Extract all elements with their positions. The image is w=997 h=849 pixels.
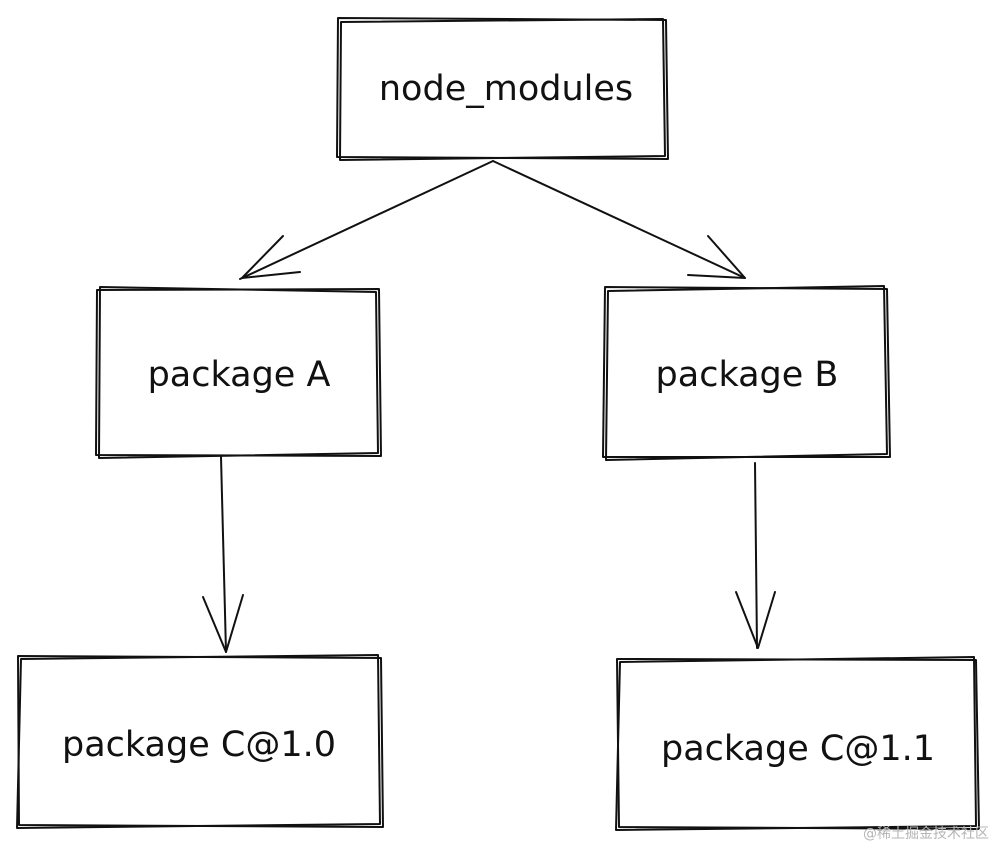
arrow-package-a-to-c-1-0 [202, 456, 244, 653]
package-c-1-0-box: package C@1.0 [16, 654, 384, 829]
arrow-root-to-package-a [239, 160, 494, 280]
arrow-root-to-package-b [492, 160, 746, 279]
package-c-1-0-label: package C@1.0 [62, 725, 336, 765]
arrow-package-b-to-c-1-1 [735, 462, 776, 649]
node-modules-box: node_modules [336, 17, 669, 161]
package-b-box: package B [602, 285, 891, 461]
package-a-label: package A [148, 355, 331, 395]
package-c-1-1-label: package C@1.1 [661, 729, 935, 769]
package-b-label: package B [656, 355, 839, 395]
package-a-box: package A [95, 286, 382, 459]
package-c-1-1-box: package C@1.1 [615, 656, 980, 831]
watermark-text: @稀土掘金技术社区 [863, 826, 989, 842]
node-modules-label: node_modules [379, 69, 633, 109]
